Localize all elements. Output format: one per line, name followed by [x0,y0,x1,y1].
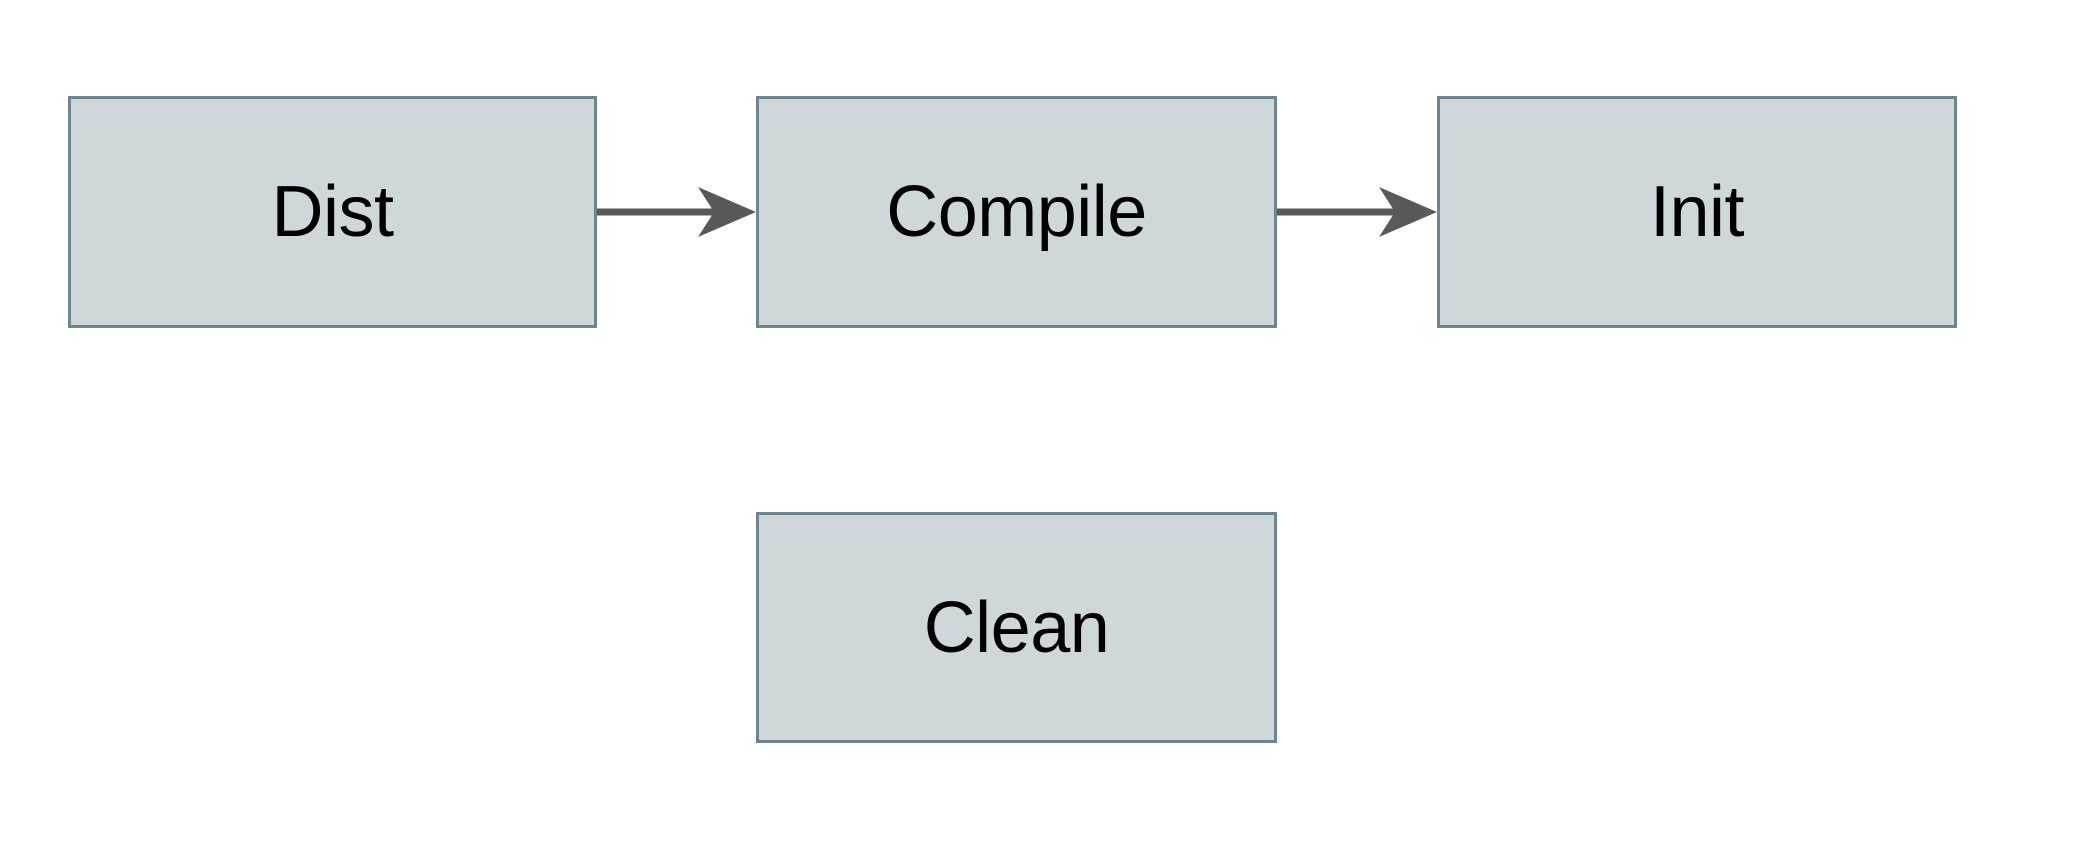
node-clean[interactable]: Clean [756,512,1277,743]
node-compile[interactable]: Compile [756,96,1277,328]
edge-dist-to-compile-head [698,187,756,237]
node-compile-label: Compile [886,172,1147,252]
node-init[interactable]: Init [1437,96,1957,328]
edge-compile-to-init[interactable] [1277,187,1437,237]
edge-compile-to-init-head [1379,187,1437,237]
edge-dist-to-compile[interactable] [597,187,756,237]
node-clean-label: Clean [923,587,1110,668]
edge-dist-to-compile-line [597,208,714,216]
node-dist[interactable]: Dist [68,96,597,328]
node-dist-label: Dist [271,172,395,252]
node-init-label: Init [1649,172,1745,252]
edge-compile-to-init-line [1277,208,1395,216]
